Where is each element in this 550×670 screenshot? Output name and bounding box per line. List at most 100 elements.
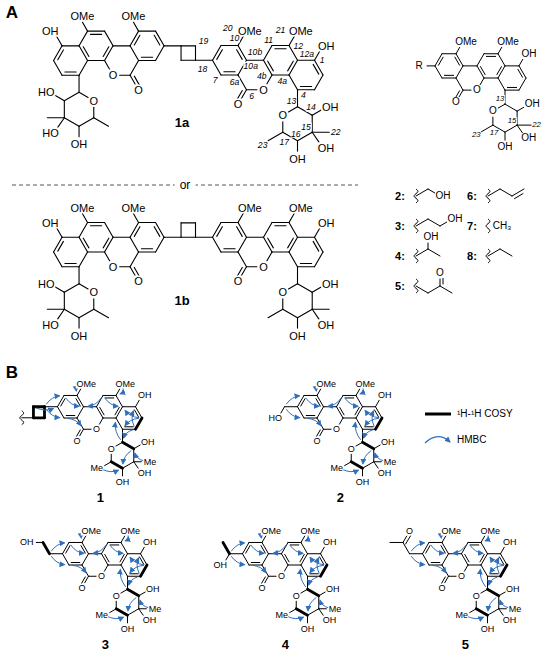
bond-line bbox=[312, 132, 319, 142]
bond-line bbox=[237, 227, 243, 237]
bond-line bbox=[500, 189, 512, 196]
atom-label: O bbox=[472, 591, 480, 600]
bond-line bbox=[22, 417, 34, 418]
bond-line bbox=[134, 461, 142, 462]
bond-line bbox=[363, 442, 374, 449]
bond-line bbox=[463, 90, 471, 91]
bond-line bbox=[505, 65, 519, 66]
bond-line bbox=[79, 75, 80, 92]
bond-line bbox=[195, 46, 196, 60]
cosy-bond bbox=[32, 407, 35, 418]
bond-line bbox=[89, 576, 97, 577]
bond-line bbox=[130, 237, 139, 252]
atom-number: 18 bbox=[197, 65, 208, 74]
atom-number: 22 bbox=[330, 128, 341, 137]
bond-line bbox=[428, 243, 429, 249]
bond-line bbox=[133, 22, 138, 31]
bond-line bbox=[77, 407, 84, 418]
bond-line bbox=[246, 546, 250, 553]
bond-line bbox=[498, 54, 505, 66]
bond-line bbox=[272, 222, 289, 223]
bond-line bbox=[45, 406, 58, 407]
bond-line bbox=[139, 609, 144, 616]
bond-line bbox=[141, 547, 145, 554]
hmbc-arrow bbox=[115, 422, 120, 439]
bond-line bbox=[505, 132, 506, 140]
bond-line bbox=[480, 78, 484, 85]
bond-line bbox=[308, 553, 321, 554]
bond-line bbox=[130, 223, 139, 238]
bond-line bbox=[128, 576, 141, 577]
bond-line bbox=[488, 553, 501, 554]
atom-label: HO bbox=[268, 414, 283, 423]
atom-label: O bbox=[89, 287, 99, 298]
atom-number: 17 bbox=[489, 129, 499, 137]
bond-line bbox=[221, 251, 238, 252]
bond-line bbox=[376, 400, 380, 407]
bond-line bbox=[455, 57, 460, 65]
bond-line bbox=[480, 67, 485, 75]
atom-label: O bbox=[134, 276, 144, 287]
attachment-wave bbox=[20, 411, 24, 425]
atom-label: OH bbox=[447, 214, 463, 224]
atom-label: OH bbox=[497, 142, 513, 152]
hmbc-arrow bbox=[66, 398, 79, 406]
bond-line bbox=[428, 219, 440, 226]
atom-label: HO bbox=[42, 319, 60, 330]
hmbc-arrow bbox=[286, 409, 299, 417]
atom-number: 13 bbox=[495, 95, 505, 103]
hmbc-arrow bbox=[67, 418, 81, 425]
bond-line bbox=[275, 48, 286, 49]
bond-line bbox=[247, 89, 257, 90]
bond-line bbox=[288, 284, 297, 289]
bond-line bbox=[79, 31, 88, 46]
bond-line bbox=[306, 415, 315, 416]
bond-line bbox=[339, 418, 343, 425]
atom-number: 14 bbox=[306, 103, 317, 112]
bond-line bbox=[501, 565, 508, 576]
bond-line bbox=[498, 47, 502, 54]
bond-line bbox=[120, 554, 124, 561]
hmbc-arrow bbox=[488, 597, 496, 610]
bond-line bbox=[65, 263, 76, 264]
bond-line bbox=[83, 47, 89, 57]
hmbc-arrow bbox=[71, 545, 84, 553]
bond-group bbox=[22, 22, 531, 623]
atom-label: OH bbox=[145, 585, 160, 594]
compound-key: 3: bbox=[395, 221, 406, 232]
bond-line bbox=[308, 609, 319, 616]
bond-line bbox=[213, 60, 222, 75]
bond-line bbox=[247, 266, 257, 267]
bond-line bbox=[105, 252, 110, 261]
attachment-wave bbox=[414, 249, 418, 263]
hmbc-arrow bbox=[489, 577, 498, 585]
hmbc-arrow bbox=[88, 398, 101, 406]
bond-line bbox=[481, 542, 488, 553]
bond-line bbox=[136, 418, 143, 429]
atom-number: 19 bbox=[198, 37, 209, 46]
bond-line bbox=[343, 418, 356, 419]
atom-label: OH bbox=[377, 391, 392, 400]
atom-label: OMe bbox=[121, 202, 146, 213]
bond-line bbox=[441, 546, 445, 553]
bond-line bbox=[66, 546, 70, 553]
atom-label: OH bbox=[435, 191, 451, 201]
bond-line bbox=[115, 407, 119, 414]
bond-line bbox=[456, 47, 460, 54]
bond-line bbox=[321, 547, 325, 554]
bond-line bbox=[181, 222, 195, 223]
hmbc-arrow bbox=[129, 577, 138, 585]
atom-label: OH bbox=[521, 49, 537, 59]
bond-line bbox=[481, 565, 488, 576]
bond-line bbox=[97, 395, 104, 406]
bond-line bbox=[488, 589, 499, 596]
hmbc-arrow bbox=[231, 543, 244, 551]
atom-label: HO bbox=[42, 128, 60, 139]
bond-line bbox=[462, 542, 469, 553]
atom-number: 4a bbox=[277, 77, 288, 86]
or-text: or bbox=[175, 179, 196, 191]
bond-line bbox=[82, 214, 87, 223]
bond-line bbox=[230, 553, 243, 554]
hmbc-arrow bbox=[110, 545, 123, 553]
bond-line bbox=[79, 237, 88, 252]
